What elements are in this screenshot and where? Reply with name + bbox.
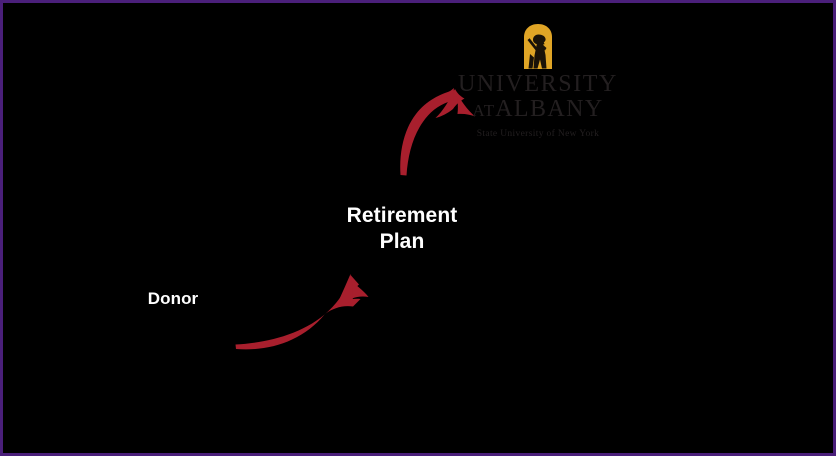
donor-to-retirement-plan-arrow (235, 274, 369, 350)
logo-tagline-suny: State University of New York (476, 128, 600, 139)
ualbany-logo: UNIVERSITY ATALBANY State University of … (458, 21, 618, 143)
node-donor: Donor (147, 289, 199, 308)
logo-wordmark-at-albany: ATALBANY (458, 95, 618, 122)
logo-word-at: AT (472, 100, 496, 120)
node-retirement-plan: Retirement Plan (346, 204, 458, 253)
retirement-plan-to-university-arrow (400, 88, 475, 176)
ualbany-shield-icon (524, 24, 552, 69)
logo-word-albany: ALBANY (495, 95, 604, 122)
arrows-layer (235, 88, 475, 350)
logo-wordmark-university: UNIVERSITY (458, 71, 618, 97)
